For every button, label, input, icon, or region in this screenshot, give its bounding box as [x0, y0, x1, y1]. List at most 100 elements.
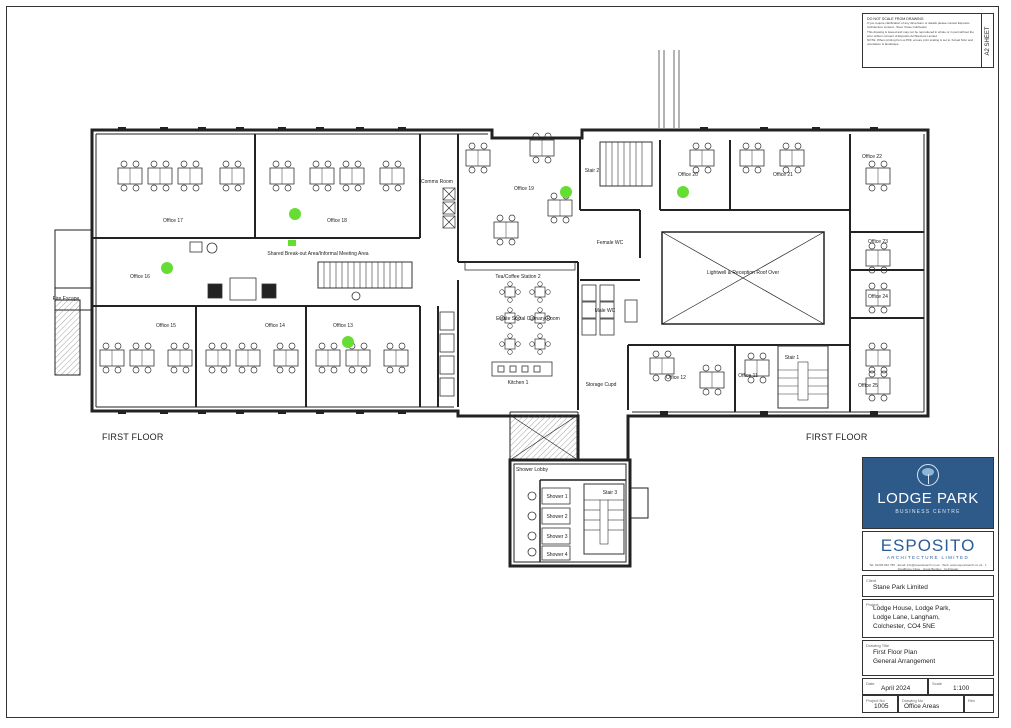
logo-subtitle: BUSINESS CENTRE	[895, 509, 961, 515]
notes-panel: DO NOT SCALE FROM DRAWING If you require…	[862, 13, 994, 68]
drawing-title-line-1: First Floor Plan	[873, 649, 918, 656]
architect-name: ESPOSITO	[880, 536, 976, 555]
label-shower-lobby: Shower Lobby	[516, 467, 548, 473]
label-lightwell: Lightwell & Reception Roof Over	[707, 270, 780, 276]
date-label: Date	[866, 681, 875, 686]
tree-logo-icon	[917, 464, 939, 486]
label-estate-room: Estate Social Culinary Room	[496, 316, 560, 322]
notes-line-2: This drawing is issued and may not be re…	[867, 29, 974, 38]
client-value: Stane Park Limited	[873, 584, 928, 591]
marker-office-13	[342, 336, 354, 348]
label-shower-3: Shower 3	[546, 534, 567, 540]
drawing-no-label: Drawing No	[902, 698, 923, 703]
breakout-furniture	[189, 240, 361, 301]
label-fire-escape: Fire Escape	[53, 296, 80, 302]
label-office-22: Office 22	[862, 154, 882, 160]
floor-label-left: FIRST FLOOR	[102, 432, 164, 442]
marker-office-19	[560, 186, 572, 198]
project-no-field: Project No 1005	[862, 695, 898, 713]
drawing-no-field: Drawing No Office Areas	[898, 695, 964, 713]
label-kitchen: Kitchen 1	[508, 380, 529, 386]
architect-block: ESPOSITO ARCHITECTURE LIMITED Tel: 01206…	[862, 531, 994, 571]
label-tea-coffee: Tea/Coffee Station 2	[495, 274, 540, 280]
label-office-16: Office 16	[130, 274, 150, 280]
date-field: Date April 2024	[862, 678, 928, 695]
client-label: Client	[866, 578, 877, 583]
drawing-title-line-2: General Arrangement	[873, 658, 936, 665]
desks-office-13	[315, 342, 409, 374]
label-shower-2: Shower 2	[546, 514, 567, 520]
label-office-12: Office 12	[666, 375, 686, 381]
available-office-markers	[161, 186, 689, 348]
label-male-wc: Male WC	[595, 308, 616, 314]
label-office-13: Office 13	[333, 323, 353, 329]
project-no-label: Project No	[866, 698, 885, 703]
project-line-3: Colchester, CO4 5NE	[873, 623, 936, 630]
floor-label-right: FIRST FLOOR	[806, 432, 868, 442]
desks-office-18	[269, 160, 405, 192]
scale-value: 1:100	[953, 685, 970, 692]
outer-walls	[90, 128, 930, 462]
label-shared-area: Shared Break-out Area/Informal Meeting A…	[267, 251, 368, 257]
drawing-title-label: Drawing Title	[866, 643, 890, 648]
label-office-14: Office 14	[265, 323, 285, 329]
architect-contact: Tel: 01206 842 780 · Email: info@esposit…	[869, 563, 987, 571]
label-stair-2: Stair 2	[585, 168, 600, 174]
scale-field: Scale 1:100	[928, 678, 994, 695]
label-office-15: Office 15	[156, 323, 176, 329]
project-label: Project	[866, 602, 879, 607]
logo-title: LODGE PARK	[877, 490, 979, 507]
drawing-no-value: Office Areas	[904, 703, 940, 710]
project-no-value: 1005	[874, 703, 889, 710]
label-office-23: Office 23	[868, 239, 888, 245]
label-comms-room: Comms Room	[421, 179, 453, 185]
wc-cubicles	[439, 284, 638, 397]
kitchen-counter	[464, 261, 576, 377]
marker-office-16	[161, 262, 173, 274]
label-office-20: Office 20	[678, 172, 698, 178]
fire-escape	[54, 229, 93, 376]
comms-room-racks	[442, 187, 456, 229]
notes-line-1: If you require clarification of any dime…	[867, 21, 970, 30]
label-office-25: Office 25	[858, 383, 878, 389]
project-line-1: Lodge House, Lodge Park,	[873, 605, 951, 612]
lightwell-roof	[661, 231, 825, 325]
project-field: Project Lodge House, Lodge Park, Lodge L…	[862, 599, 994, 638]
architect-subtitle: ARCHITECTURE LIMITED	[886, 555, 970, 560]
label-stair-1: Stair 1	[785, 355, 800, 361]
stair-2	[599, 141, 653, 187]
label-office-19: Office 19	[514, 186, 534, 192]
internal-walls	[92, 134, 924, 412]
date-value: April 2024	[881, 685, 911, 692]
showers	[527, 487, 571, 561]
client-logo: LODGE PARK BUSINESS CENTRE	[862, 457, 994, 529]
label-office-17: Office 17	[163, 218, 183, 224]
desks-office-17	[117, 160, 245, 192]
label-shower-1: Shower 1	[546, 494, 567, 500]
project-line-2: Lodge Lane, Langham,	[873, 614, 940, 621]
label-storage: Storage Cupd	[586, 382, 617, 388]
revision-field: Rev	[964, 695, 994, 713]
label-female-wc: Female WC	[597, 240, 624, 246]
stairs-break-out	[317, 261, 413, 289]
label-office-18: Office 18	[327, 218, 347, 224]
drawing-title-field: Drawing Title First Floor Plan General A…	[862, 640, 994, 676]
notes-title: DO NOT SCALE FROM DRAWING	[867, 17, 924, 21]
south-wing	[508, 411, 649, 568]
label-office-24: Office 24	[868, 294, 888, 300]
desks-office-15	[99, 342, 193, 374]
stair-3	[583, 483, 625, 555]
label-shower-4: Shower 4	[546, 552, 567, 558]
label-stair-3: Stair 3	[603, 490, 618, 496]
access-road-lines	[658, 50, 680, 128]
label-office-11: Office 11	[738, 373, 758, 379]
marker-office-20	[677, 186, 689, 198]
notes-line-3: NOTE: When printing from a PDF, ensure p…	[867, 38, 974, 47]
client-field: Client Stane Park Limited	[862, 575, 994, 597]
marker-office-18	[289, 208, 301, 220]
sheet-size-text: A2 SHEET	[984, 25, 991, 56]
sheet-size-tab: A2 SHEET	[981, 14, 993, 67]
desks-office-14	[205, 342, 299, 374]
revision-label: Rev	[968, 698, 976, 703]
